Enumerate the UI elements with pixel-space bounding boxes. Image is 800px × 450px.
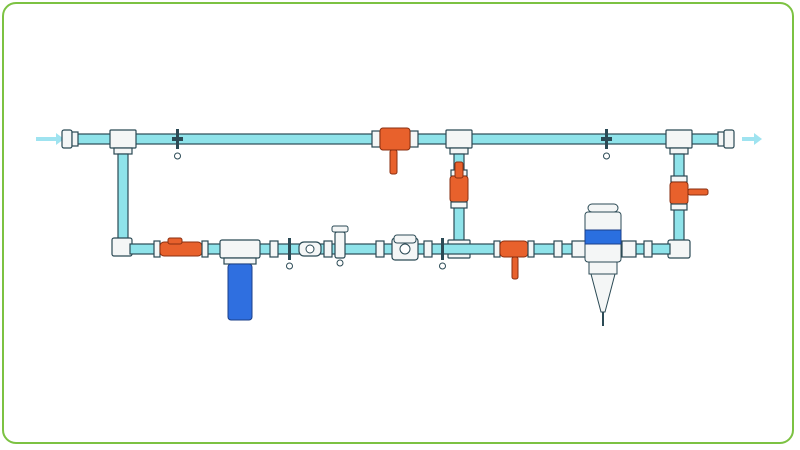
diagram-frame: .pipe { fill: #8fe3ea; stroke: #2b4a55; … — [2, 2, 794, 444]
dosing-injector — [571, 203, 637, 326]
union-fitting-3 — [375, 240, 385, 258]
elbow-lower-right — [667, 239, 691, 259]
pressure-gauge — [298, 241, 322, 257]
tee-fitting-middle — [445, 129, 473, 155]
inlet-flow-arrow — [36, 133, 64, 145]
outlet-flow-arrow — [742, 133, 762, 145]
union-fitting-1 — [269, 240, 279, 258]
pipe-clamp-lower-2 — [439, 238, 446, 270]
bypass-valve-vertical — [449, 161, 469, 209]
union-fitting-4 — [423, 240, 433, 258]
union-fitting-5 — [553, 240, 563, 258]
tee-fitting-right — [665, 129, 693, 155]
water-meter — [391, 234, 419, 261]
outlet-fitting — [717, 129, 735, 149]
bypass-valve-right — [669, 175, 709, 211]
left-riser-pipe — [117, 153, 129, 241]
ball-valve-lower-left — [153, 237, 209, 258]
elbow-lower-left — [111, 237, 133, 257]
pipe-clamp-top-right — [601, 129, 612, 160]
pressure-regulator — [331, 225, 349, 267]
water-filter — [219, 239, 261, 321]
irrigation-diagram: .pipe { fill: #8fe3ea; stroke: #2b4a55; … — [36, 127, 762, 326]
gate-valve-main — [371, 127, 419, 175]
union-fitting-6 — [643, 240, 653, 258]
pipe-clamp-lower-1 — [286, 238, 293, 270]
tee-fitting-left — [109, 129, 137, 155]
pipe-clamp-top-left — [172, 129, 183, 160]
union-fitting-2 — [323, 240, 333, 258]
inlet-fitting — [61, 129, 79, 149]
ball-valve-lower-mid — [493, 240, 535, 280]
